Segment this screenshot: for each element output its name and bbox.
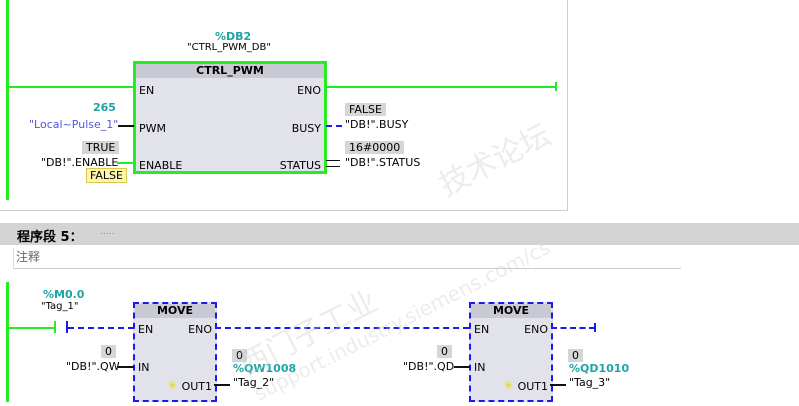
en-wire [6,86,134,88]
network-5-header[interactable]: 程序段 5： ..... [0,223,799,245]
pin-eno: ENO [188,323,212,336]
in-tag[interactable]: "DB!".QW [66,360,120,373]
enable-value: TRUE [82,141,120,154]
pin-eno: ENO [524,323,548,336]
contact-tag[interactable]: "Tag_1" [41,301,79,312]
status-wire [326,160,340,167]
block-title: MOVE [471,304,551,318]
eno-wire-1 [215,327,469,329]
out-value: 0 [232,349,247,362]
in-wire [118,366,134,368]
network-4-area [0,0,568,211]
pin-pwm: PWM [139,122,167,135]
in-tag[interactable]: "DB!".QD [403,360,455,373]
out-value: 0 [568,349,583,362]
busy-tag[interactable]: "DB!".BUSY [345,118,409,131]
pwm-tag[interactable]: "Local~Pulse_1" [29,118,119,131]
en-wire-5 [68,327,134,329]
move-block-2[interactable]: MOVE EN ENO IN ✳ OUT1 [469,302,553,402]
enable-wire [117,162,134,164]
eno-wire-2 [551,327,595,329]
ctrl-pwm-block[interactable]: CTRL_PWM EN PWM ENABLE ENO BUSY STATUS [133,61,327,174]
power-rail [6,0,9,200]
pin-out1: OUT1 [181,380,212,393]
add-output-star-icon[interactable]: ✳ [504,379,514,392]
network-title-placeholder[interactable]: ..... [100,227,115,237]
out-address: %QW1008 [233,362,297,375]
pin-busy: BUSY [291,122,321,135]
wire-end [594,323,596,332]
enable-tag[interactable]: "DB!".ENABLE [41,156,119,169]
in-value: 0 [101,345,116,358]
add-output-star-icon[interactable]: ✳ [168,379,178,392]
block-title: MOVE [135,304,215,318]
wire-end [555,82,557,91]
network-title: 程序段 5： [17,230,83,245]
eno-wire [326,86,556,88]
status-value: 16#0000 [345,141,405,154]
enable-tooltip: FALSE [86,168,127,183]
pwm-value: 265 [93,101,116,114]
out-wire [214,384,230,386]
busy-wire [326,125,342,127]
rail-wire [6,327,54,329]
instance-address: %DB2 [215,30,252,43]
in-wire [454,366,470,368]
pin-out1: OUT1 [517,380,548,393]
comment-field[interactable]: 注释 [13,248,681,269]
pin-en: EN [139,84,155,97]
pin-en: EN [474,323,490,336]
pin-in: IN [138,361,150,374]
pin-en: EN [138,323,154,336]
power-rail-5 [6,282,9,402]
busy-value: FALSE [345,103,386,116]
pin-enable: ENABLE [139,159,183,172]
status-tag[interactable]: "DB!".STATUS [345,156,421,169]
instance-db-name[interactable]: "CTRL_PWM_DB" [187,42,271,53]
out-tag[interactable]: "Tag_2" [233,376,275,389]
pin-eno: ENO [297,84,321,97]
pwm-wire [118,125,134,127]
pin-in: IN [474,361,486,374]
pin-status: STATUS [279,159,321,172]
in-value: 0 [437,345,452,358]
out-tag[interactable]: "Tag_3" [569,376,611,389]
no-contact-icon[interactable] [54,321,68,333]
move-block-1[interactable]: MOVE EN ENO IN ✳ OUT1 [133,302,217,402]
contact-address: %M0.0 [43,288,85,301]
block-title: CTRL_PWM [136,64,324,78]
out-address: %QD1010 [569,362,630,375]
out-wire [550,384,566,386]
